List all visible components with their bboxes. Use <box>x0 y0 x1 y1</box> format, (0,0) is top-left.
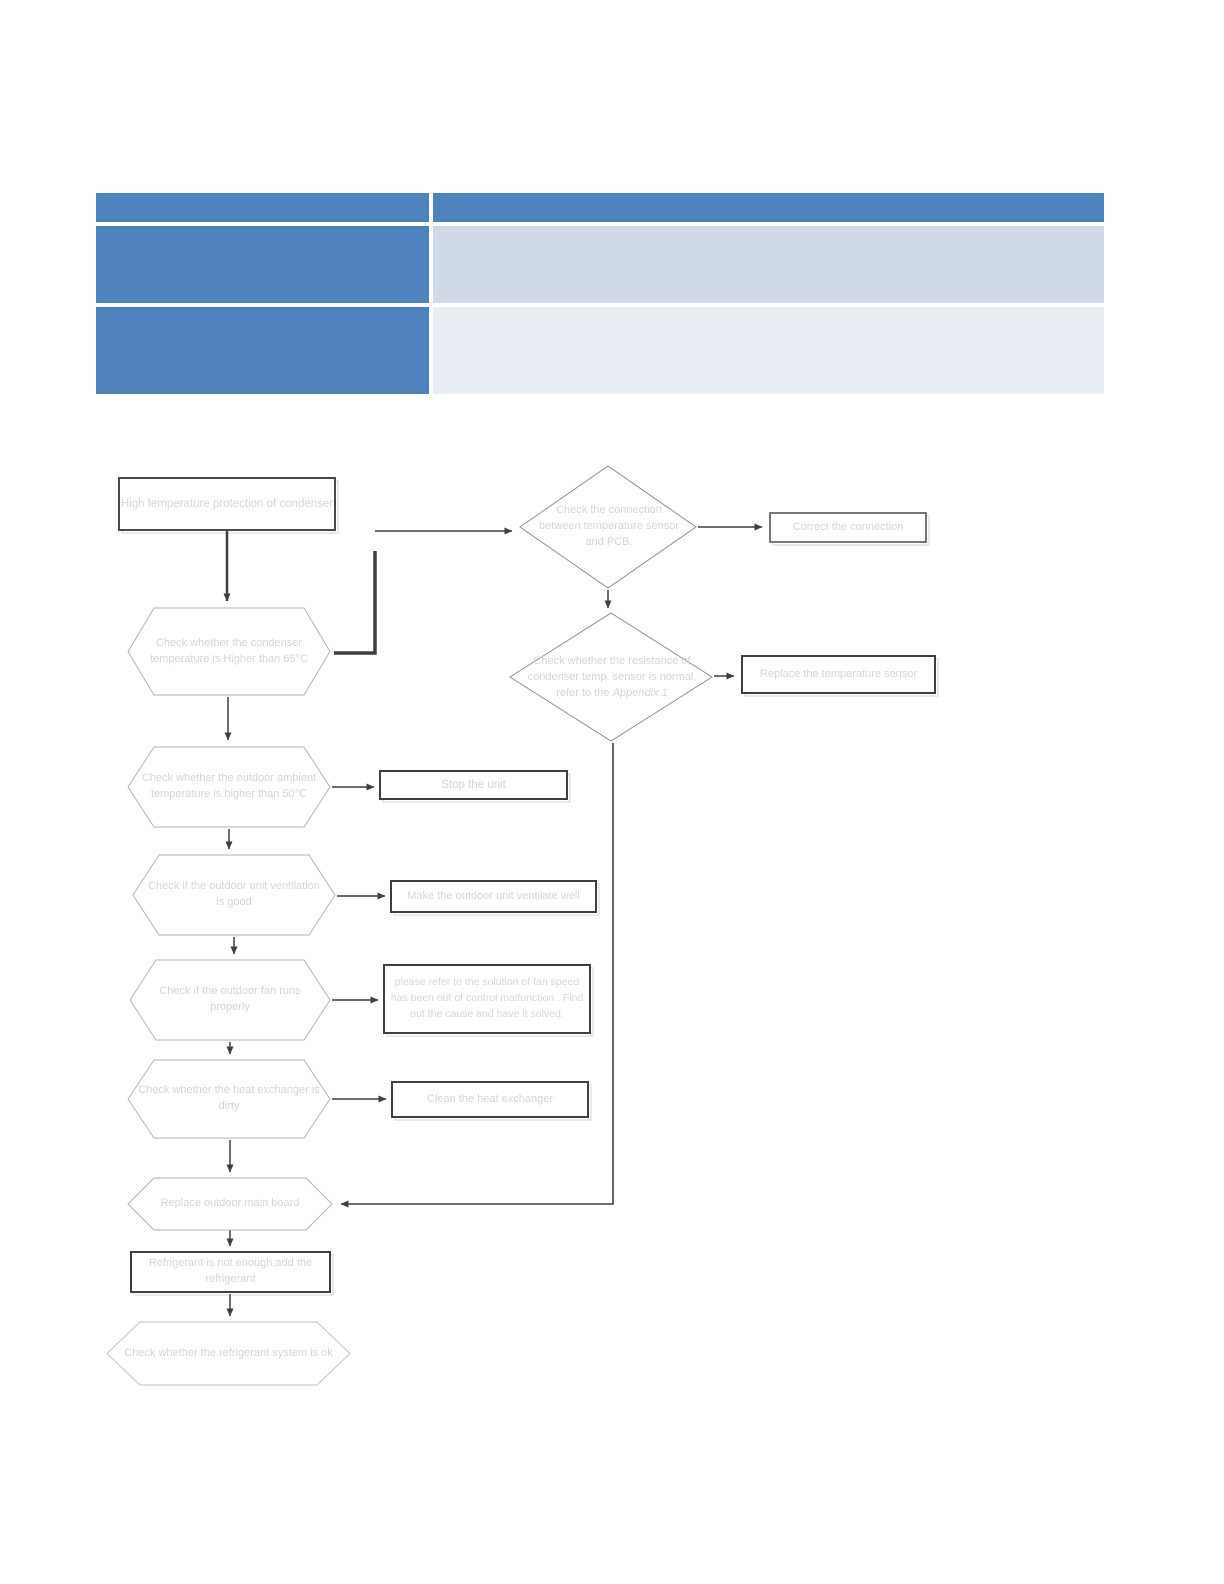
ventilate-well-label: Make the outdoor unit ventilate well <box>391 881 596 912</box>
clean-exchanger-text: Clean the heat exchanger <box>427 1092 553 1105</box>
heat-exchanger-hexagon <box>127 1059 331 1139</box>
connection-check-text: Check the connection between temperature… <box>538 504 680 548</box>
refrigerant-system-text: Check whether the refrigerant system is … <box>124 1346 333 1359</box>
add-refrigerant-label: Refrigerant is not enough,add the refrig… <box>136 1252 325 1292</box>
fan-check-label: Check if the outdoor fan runs properly <box>140 960 320 1040</box>
ambient-temp-hexagon <box>127 746 331 828</box>
condenser-temp-label: Check whether the condenser temperature … <box>138 608 320 695</box>
condenser-temp-hexagon <box>127 607 331 696</box>
fan-solution-label: please refer to the solution of fan spee… <box>390 968 584 1030</box>
refrigerant-box <box>130 1251 331 1293</box>
clean-exchanger-label: Clean the heat exchanger <box>392 1082 588 1117</box>
info-table <box>96 193 1104 398</box>
correct-connection-box <box>769 512 927 543</box>
replace-sensor-box <box>741 655 936 694</box>
stop-unit-label: Stop the unit <box>380 771 567 799</box>
connectors <box>223 523 763 1317</box>
resistance-note-ref: Appendix 1 <box>612 686 668 699</box>
table-header-cell-left <box>96 193 429 222</box>
ventilation-hexagon <box>132 854 336 936</box>
clean-exchanger-box <box>391 1081 589 1118</box>
table-header-row <box>96 193 1104 222</box>
resistance-check-diamond <box>509 612 713 742</box>
replace-sensor-label: Replace the temperature sensor <box>742 656 935 693</box>
start-box <box>118 477 336 531</box>
condenser-temp-text: Check whether the condenser temperature … <box>150 636 308 665</box>
fan-check-text: Check if the outdoor fan runs properly <box>159 985 301 1013</box>
start-label: High temperature protection of condenser <box>119 478 335 530</box>
replace-sensor-text: Replace the temperature sensor <box>759 667 918 680</box>
table-header-cell-right <box>433 193 1104 222</box>
ambient-temp-label: Check whether the outdoor ambient temper… <box>138 747 320 827</box>
table-value-cell <box>433 226 1104 303</box>
connector-resistance-to-main-board <box>340 743 614 1208</box>
ventilation-text: Check if the outdoor unit ventilation is… <box>148 880 320 908</box>
stop-unit-box <box>379 770 568 800</box>
heat-exchanger-label: Check whether the heat exchanger is dirt… <box>138 1060 320 1138</box>
connector-condenser-branch <box>334 551 377 655</box>
stop-unit-text: Stop the unit <box>441 778 506 791</box>
main-board-text: Replace outdoor main board <box>160 1197 300 1210</box>
ambient-temp-text: Check whether the outdoor ambient temper… <box>141 772 317 800</box>
correct-connection-text: Correct the connection <box>792 520 904 533</box>
correct-connection-label: Correct the connection <box>770 513 926 542</box>
refrigerant-system-label: Check whether the refrigerant system is … <box>117 1322 340 1385</box>
connection-check-label: Check the connection between temperature… <box>538 486 680 568</box>
add-refrigerant-text: Refrigerant is not enough,add the refrig… <box>148 1257 313 1285</box>
main-board-hexagon <box>127 1177 333 1231</box>
table-label-cell <box>96 307 429 394</box>
table-label-cell <box>96 226 429 303</box>
resistance-check-text: Check whether the resistance of condense… <box>527 655 697 684</box>
ventilate-well-text: Make the outdoor unit ventilate well <box>407 889 580 902</box>
ventilation-label: Check if the outdoor unit ventilation is… <box>143 855 325 935</box>
resistance-note-prefix: refer to the <box>556 686 613 699</box>
start-text: High temperature protection of condenser <box>120 497 334 510</box>
table-row <box>96 226 1104 303</box>
table-value-cell <box>433 307 1104 394</box>
ventilate-well-box <box>390 880 597 913</box>
refrigerant-system-hexagon <box>106 1321 351 1386</box>
fan-solution-box <box>383 964 591 1034</box>
resistance-check-label: Check whether the resistance of condense… <box>526 634 698 722</box>
main-board-label: Replace outdoor main board <box>148 1178 312 1230</box>
heat-exchanger-text: Check whether the heat exchanger is dirt… <box>138 1084 320 1112</box>
fan-solution-text: please refer to the solution of fan spee… <box>390 976 584 1020</box>
fan-hexagon <box>129 959 331 1041</box>
connection-check-diamond <box>519 465 697 589</box>
table-row <box>96 307 1104 394</box>
